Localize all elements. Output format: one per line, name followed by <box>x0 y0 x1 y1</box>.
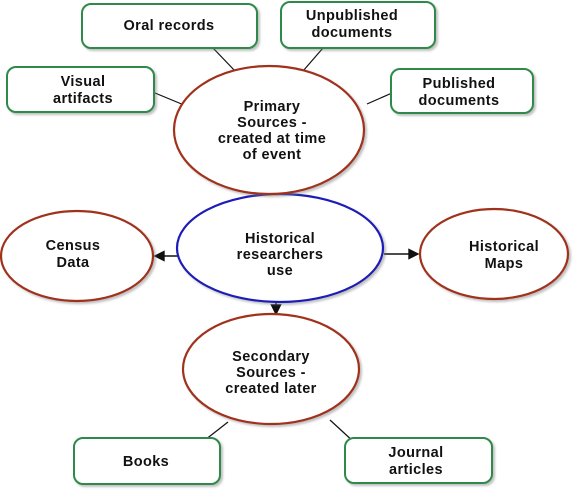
books-label: Books <box>123 454 169 470</box>
primary-line-4: of event <box>243 147 302 163</box>
secondary-ellipse <box>181 312 361 426</box>
oral-records-label: Oral records <box>123 18 214 34</box>
primary-line-3: created at time <box>218 131 326 147</box>
census-ellipse <box>0 209 155 303</box>
visual-line-1: Visual <box>61 74 106 90</box>
unpublished-documents-box: Unpublished documents <box>280 1 436 49</box>
arrowhead-maps <box>408 248 420 260</box>
maps-ellipse <box>418 207 570 301</box>
journal-articles-box: Journal articles <box>344 437 493 484</box>
secondary-line-1: Secondary <box>232 349 310 365</box>
primary-sources-node: Primary Sources - created at time of eve… <box>172 64 366 196</box>
journal-line-1: Journal <box>388 445 443 461</box>
connector-visual-artifacts <box>154 92 185 106</box>
arrowhead-secondary <box>270 304 282 316</box>
books-box: Books <box>73 437 221 485</box>
maps-line-1: Historical <box>469 239 539 255</box>
center-line-2: researchers <box>237 247 324 263</box>
secondary-sources-node: Secondary Sources - created later <box>181 312 361 426</box>
center-line-1: Historical <box>245 231 315 247</box>
unpublished-line-2: documents <box>312 25 393 41</box>
visual-line-2: artifacts <box>53 91 113 107</box>
connector-oral-records <box>212 47 237 73</box>
published-line-1: Published <box>423 76 496 92</box>
visual-artifacts-box: Visual artifacts <box>6 66 155 113</box>
historical-maps-node: Historical Maps <box>418 207 570 301</box>
unpublished-line-1: Unpublished <box>306 8 398 24</box>
primary-ellipse <box>172 64 366 196</box>
census-line-1: Census <box>46 238 101 254</box>
primary-line-1: Primary <box>244 99 301 115</box>
maps-line-2: Maps <box>485 256 524 272</box>
census-line-2: Data <box>56 255 90 271</box>
connector-published <box>366 92 393 105</box>
journal-line-2: articles <box>389 462 443 478</box>
oral-records-box: Oral records <box>81 3 258 49</box>
census-data-node: Census Data <box>0 209 155 303</box>
primary-line-2: Sources - <box>237 115 307 131</box>
published-documents-box: Published documents <box>390 68 534 114</box>
secondary-line-2: Sources - <box>236 365 306 381</box>
connector-unpublished <box>302 47 324 72</box>
secondary-line-3: created later <box>225 381 316 397</box>
center-node: Historical researchers use <box>175 192 385 304</box>
published-line-2: documents <box>419 93 500 109</box>
center-line-3: use <box>267 263 293 279</box>
arrowhead-census <box>153 250 165 262</box>
